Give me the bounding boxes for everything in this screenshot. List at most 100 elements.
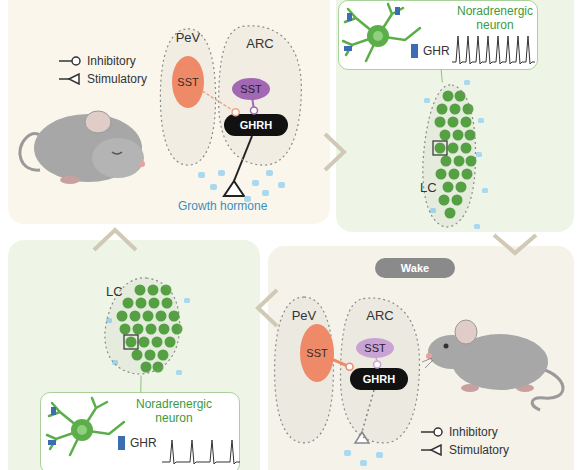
ghr-dot: [176, 370, 182, 375]
legend-text: GHR: [423, 44, 450, 58]
region-label: LC: [420, 180, 440, 195]
hormone-dot: [252, 180, 259, 186]
node-text: GHRH: [363, 373, 395, 385]
cycle-chevron: [325, 134, 344, 170]
ellipse-fill: [356, 338, 394, 358]
symbol-head: [72, 57, 80, 65]
lc-panel: [8, 240, 260, 470]
sst-neuron: SST: [232, 78, 270, 100]
mouse-eye: [444, 344, 449, 349]
inhibitory-connector: [374, 358, 381, 368]
neuron-callout: Noradrenergic neuron: [338, 0, 538, 70]
region-border: [160, 29, 215, 165]
node-text: SST: [177, 76, 198, 88]
soma: [71, 419, 93, 441]
mouse-tail: [532, 370, 563, 410]
node-text: SST: [306, 347, 327, 359]
hormone-dot: [266, 170, 273, 176]
ghr-dot: [478, 118, 484, 123]
mouse-head: [428, 335, 476, 369]
neuron-icon: [47, 398, 124, 455]
region-outline: [418, 82, 480, 230]
neuron-icon: [343, 4, 420, 61]
mouse-whiskers: [422, 358, 433, 368]
hormone-dot: [198, 172, 205, 178]
sleep-panel: [8, 0, 330, 224]
ghr-receptor: [347, 13, 352, 21]
node-text: Noradrenergic neuron: [453, 4, 537, 32]
growth-hormone-dots: [344, 450, 383, 466]
spike-trace: [162, 440, 240, 464]
connector-line: [140, 376, 141, 392]
brain-region: PeVSST: [272, 294, 336, 446]
mouse-ear: [455, 320, 477, 344]
legend-item: Stimulatory: [58, 72, 147, 86]
ellipse-fill: [172, 56, 204, 108]
mouse-nose: [139, 161, 145, 167]
spike-trace: [452, 36, 535, 64]
sst-neuron: SST: [300, 324, 334, 382]
node-text: Wake: [401, 262, 429, 274]
node-text: SST: [364, 342, 385, 354]
legend-text: Inhibitory: [87, 54, 136, 68]
cycle-chevron: [94, 230, 136, 250]
lc-panel: [336, 0, 574, 232]
node-text: GHRH: [240, 119, 272, 131]
symbol-head: [69, 74, 79, 84]
legend-text: GHR: [130, 436, 157, 450]
hormone-dot: [360, 460, 367, 466]
stimulatory-symbol: [420, 444, 444, 456]
dendrites: [343, 4, 420, 61]
mouse-head: [92, 138, 144, 178]
ghr-dot: [424, 98, 430, 103]
legend-swatch: [118, 436, 125, 450]
mouse-body: [452, 334, 548, 390]
hormone-dot: [210, 184, 217, 190]
connector-line: [376, 358, 378, 361]
stimulatory-terminal: [224, 181, 244, 196]
mouse-foot: [60, 176, 80, 184]
inhibitory-head: [346, 363, 353, 370]
hormone-dot: [278, 182, 285, 188]
ghr-dot: [474, 224, 480, 229]
ghr-dot: [476, 152, 482, 157]
legend-item: Stimulatory: [420, 443, 509, 457]
inhibitory-symbol: [420, 426, 444, 438]
sst-neuron: SST: [172, 56, 204, 108]
neuron-callout: Noradrenergic neuron: [40, 392, 240, 470]
ghrh-neuron: GHRH: [224, 114, 288, 136]
sst-neuron: SST: [356, 338, 394, 358]
ellipse-fill: [232, 78, 270, 100]
symbol-head: [431, 445, 441, 455]
hormone-dot: [262, 190, 269, 196]
region-label: PeV: [158, 30, 218, 45]
hormone-dot: [344, 450, 351, 456]
nucleus: [77, 425, 87, 435]
mouse-foot: [516, 384, 534, 392]
growth-hormone-dots: [198, 170, 285, 202]
cycle-chevron: [258, 290, 277, 326]
ghr-dot: [184, 298, 190, 303]
legend-text: Inhibitory: [449, 425, 498, 439]
inhibitory-head: [250, 107, 257, 114]
brain-region: PeV SST: [158, 26, 218, 168]
inhibitory-connector: [334, 360, 354, 370]
region-label: ARC: [338, 308, 422, 323]
node-text: SST: [240, 83, 261, 95]
ghr-receptor: [51, 407, 56, 415]
mouse-body: [34, 114, 142, 182]
mouse-tail: [20, 134, 42, 170]
state-pill: Wake: [375, 258, 455, 278]
legend-text: Stimulatory: [87, 72, 147, 86]
legend-item: GHR: [118, 436, 157, 450]
inhibitory-head: [374, 361, 381, 368]
zoom-connector: [441, 70, 442, 82]
ghrh-neuron: GHRH: [350, 368, 408, 390]
brain-region: LC: [418, 82, 480, 230]
ghr-dot: [482, 188, 488, 193]
dendrites: [47, 398, 124, 455]
inhibitory-connector: [203, 91, 239, 115]
brain-region: ARC SST GHRH: [338, 294, 422, 446]
